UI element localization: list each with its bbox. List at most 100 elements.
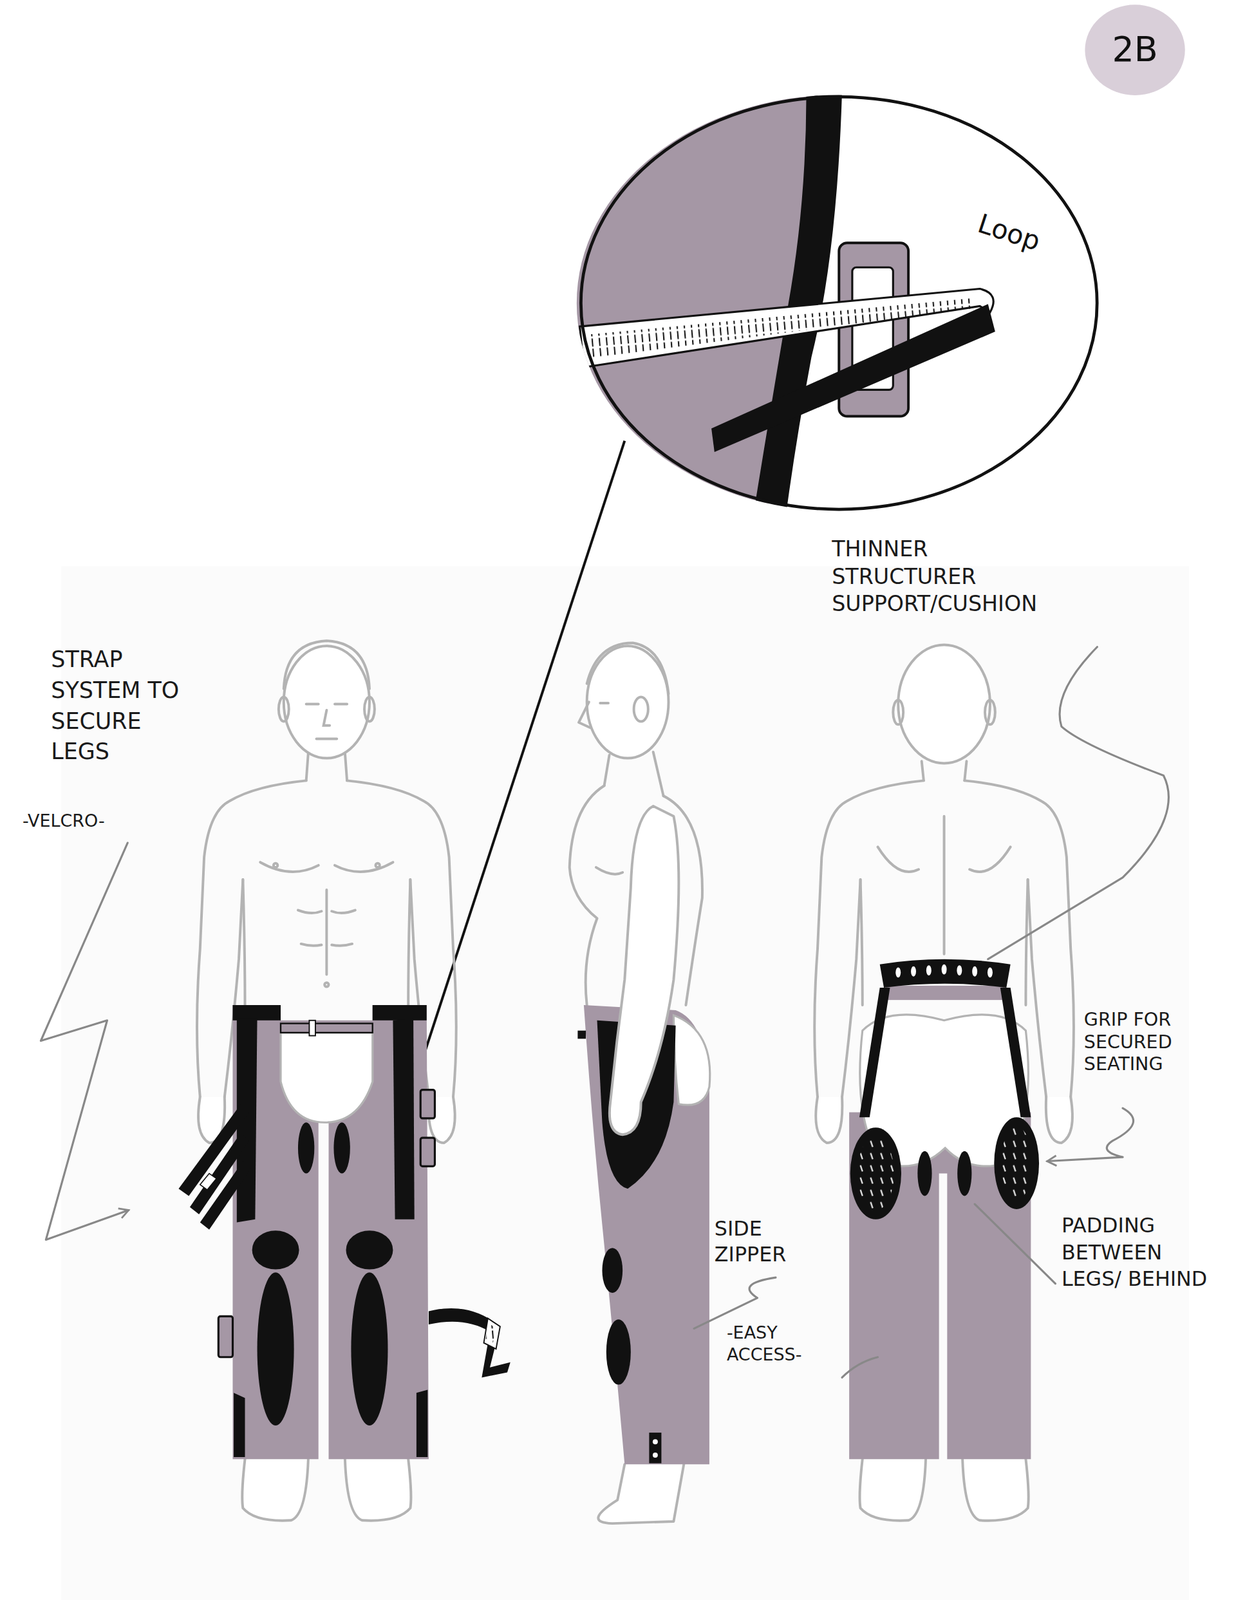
side-figure xyxy=(587,642,669,694)
front-figure xyxy=(283,640,370,689)
back-figure xyxy=(814,645,1074,1521)
node-outline xyxy=(1084,4,1185,96)
front-figure xyxy=(257,1272,295,1426)
side-figure xyxy=(609,805,679,1135)
front-figure xyxy=(233,1392,245,1457)
side-figure xyxy=(577,1030,586,1040)
side-figure xyxy=(596,867,623,875)
front-figure xyxy=(364,696,375,721)
leader-line xyxy=(693,1277,776,1329)
sheet-ground xyxy=(61,566,1190,1600)
front-figure xyxy=(278,696,290,721)
back-figure xyxy=(956,964,962,976)
back-figure xyxy=(860,1458,927,1520)
back-figure xyxy=(895,964,993,978)
front-figure xyxy=(420,1137,435,1166)
front-figure xyxy=(306,753,347,781)
back-figure xyxy=(880,959,1011,988)
back-figure xyxy=(859,987,1031,1117)
front-figure xyxy=(428,1308,511,1378)
back-figure xyxy=(962,1458,1029,1520)
annotation-note: -EASY ACCESS- xyxy=(726,1322,830,1366)
back-figure xyxy=(857,1136,895,1210)
annotation-note: PADDING BETWEEN LEGS/ BEHIND xyxy=(1061,1212,1215,1293)
detail-magnifier: Loop xyxy=(575,93,1103,513)
front-figure xyxy=(309,1020,316,1036)
front-figure xyxy=(280,1032,373,1123)
side-figure xyxy=(569,785,605,1005)
side-figure xyxy=(673,1015,710,1105)
front-figure xyxy=(484,1318,501,1350)
front-figure xyxy=(242,1458,309,1520)
detail-leader xyxy=(418,440,625,1072)
loop-detail xyxy=(571,92,1108,521)
node-outline xyxy=(575,93,1103,513)
leader-line xyxy=(1047,1107,1134,1161)
front-figure xyxy=(298,889,356,975)
callout-text: Loop xyxy=(973,208,1044,257)
side-figure xyxy=(606,1319,631,1385)
front-figure xyxy=(486,1322,497,1343)
side-figure xyxy=(587,645,669,758)
leader-line xyxy=(842,1357,878,1378)
back-figure xyxy=(917,1151,932,1197)
front-figure xyxy=(420,1089,435,1119)
back-figure xyxy=(987,966,993,978)
side-figure xyxy=(634,696,649,721)
annotation-note: -VELCRO- xyxy=(22,809,156,832)
annotation-note: SIDE ZIPPER xyxy=(714,1216,807,1267)
back-figure xyxy=(972,966,978,977)
back-figure xyxy=(1001,1126,1032,1200)
loop-detail xyxy=(571,92,1108,521)
back-figure xyxy=(993,1116,1040,1209)
front-figure xyxy=(324,982,329,987)
back-figure xyxy=(941,964,947,975)
leader-line xyxy=(988,646,1170,960)
front-figure xyxy=(178,1018,510,1457)
front-figure xyxy=(375,863,380,868)
node-outline xyxy=(580,96,1097,510)
front-figure xyxy=(350,1272,388,1426)
side-figure xyxy=(652,1452,658,1458)
side-figure xyxy=(652,1438,658,1444)
back-figure xyxy=(926,964,932,976)
front-figure xyxy=(200,1161,252,1230)
back-figure xyxy=(898,645,991,764)
front-figure xyxy=(280,1023,373,1033)
annotation-note: STRAP SYSTEM TO SECURE LEGS xyxy=(50,645,184,768)
front-figure xyxy=(252,1230,300,1269)
back-figure xyxy=(850,1127,902,1220)
side-figure xyxy=(601,1247,623,1293)
leader-line xyxy=(40,842,129,1240)
leader-line xyxy=(40,646,1169,1378)
front-figure xyxy=(306,704,347,740)
side-figure xyxy=(609,805,679,1135)
leader-line xyxy=(974,1203,1056,1284)
front-figure xyxy=(298,1122,315,1173)
back-figure xyxy=(921,760,967,781)
annotation-note: GRIP FOR SECURED SEATING xyxy=(1084,1008,1187,1076)
back-figure xyxy=(892,699,904,725)
front-figure xyxy=(345,1230,393,1269)
back-figure xyxy=(878,816,1011,955)
front-figure xyxy=(416,1389,428,1457)
front-figure xyxy=(232,1004,429,1459)
back-figure xyxy=(885,985,1005,1000)
front-figure xyxy=(218,1315,233,1357)
side-figure xyxy=(604,751,664,796)
side-figure xyxy=(569,642,711,1524)
front-figure xyxy=(218,1089,435,1358)
loop-detail xyxy=(711,303,996,452)
front-figure xyxy=(232,1004,427,1021)
front-figure xyxy=(178,640,510,1520)
back-figure xyxy=(895,966,901,978)
back-figure xyxy=(984,699,996,725)
front-figure xyxy=(333,1122,350,1173)
sheet-number-badge: 2B xyxy=(1084,3,1187,96)
front-figure xyxy=(273,863,278,868)
